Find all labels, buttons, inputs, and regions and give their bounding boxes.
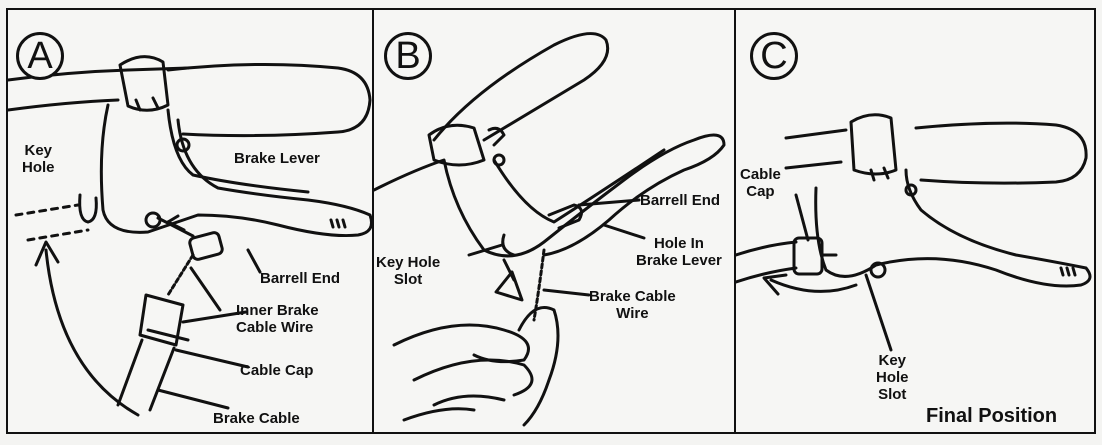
label-brake-lever: Brake Lever [234, 150, 320, 167]
panel-a-illustration [8, 10, 376, 434]
label-barrell-end-b: Barrell End [640, 192, 720, 209]
label-brake-cable: Brake Cable [213, 410, 300, 427]
step-badge-c: C [750, 32, 798, 80]
label-barrell-end: Barrell End [260, 270, 340, 287]
label-cable-cap: Cable Cap [240, 362, 313, 379]
step-badge-b: B [384, 32, 432, 80]
panel-b-illustration [374, 10, 738, 434]
step-badge-a: A [16, 32, 64, 80]
final-position-label: Final Position [926, 405, 1057, 428]
